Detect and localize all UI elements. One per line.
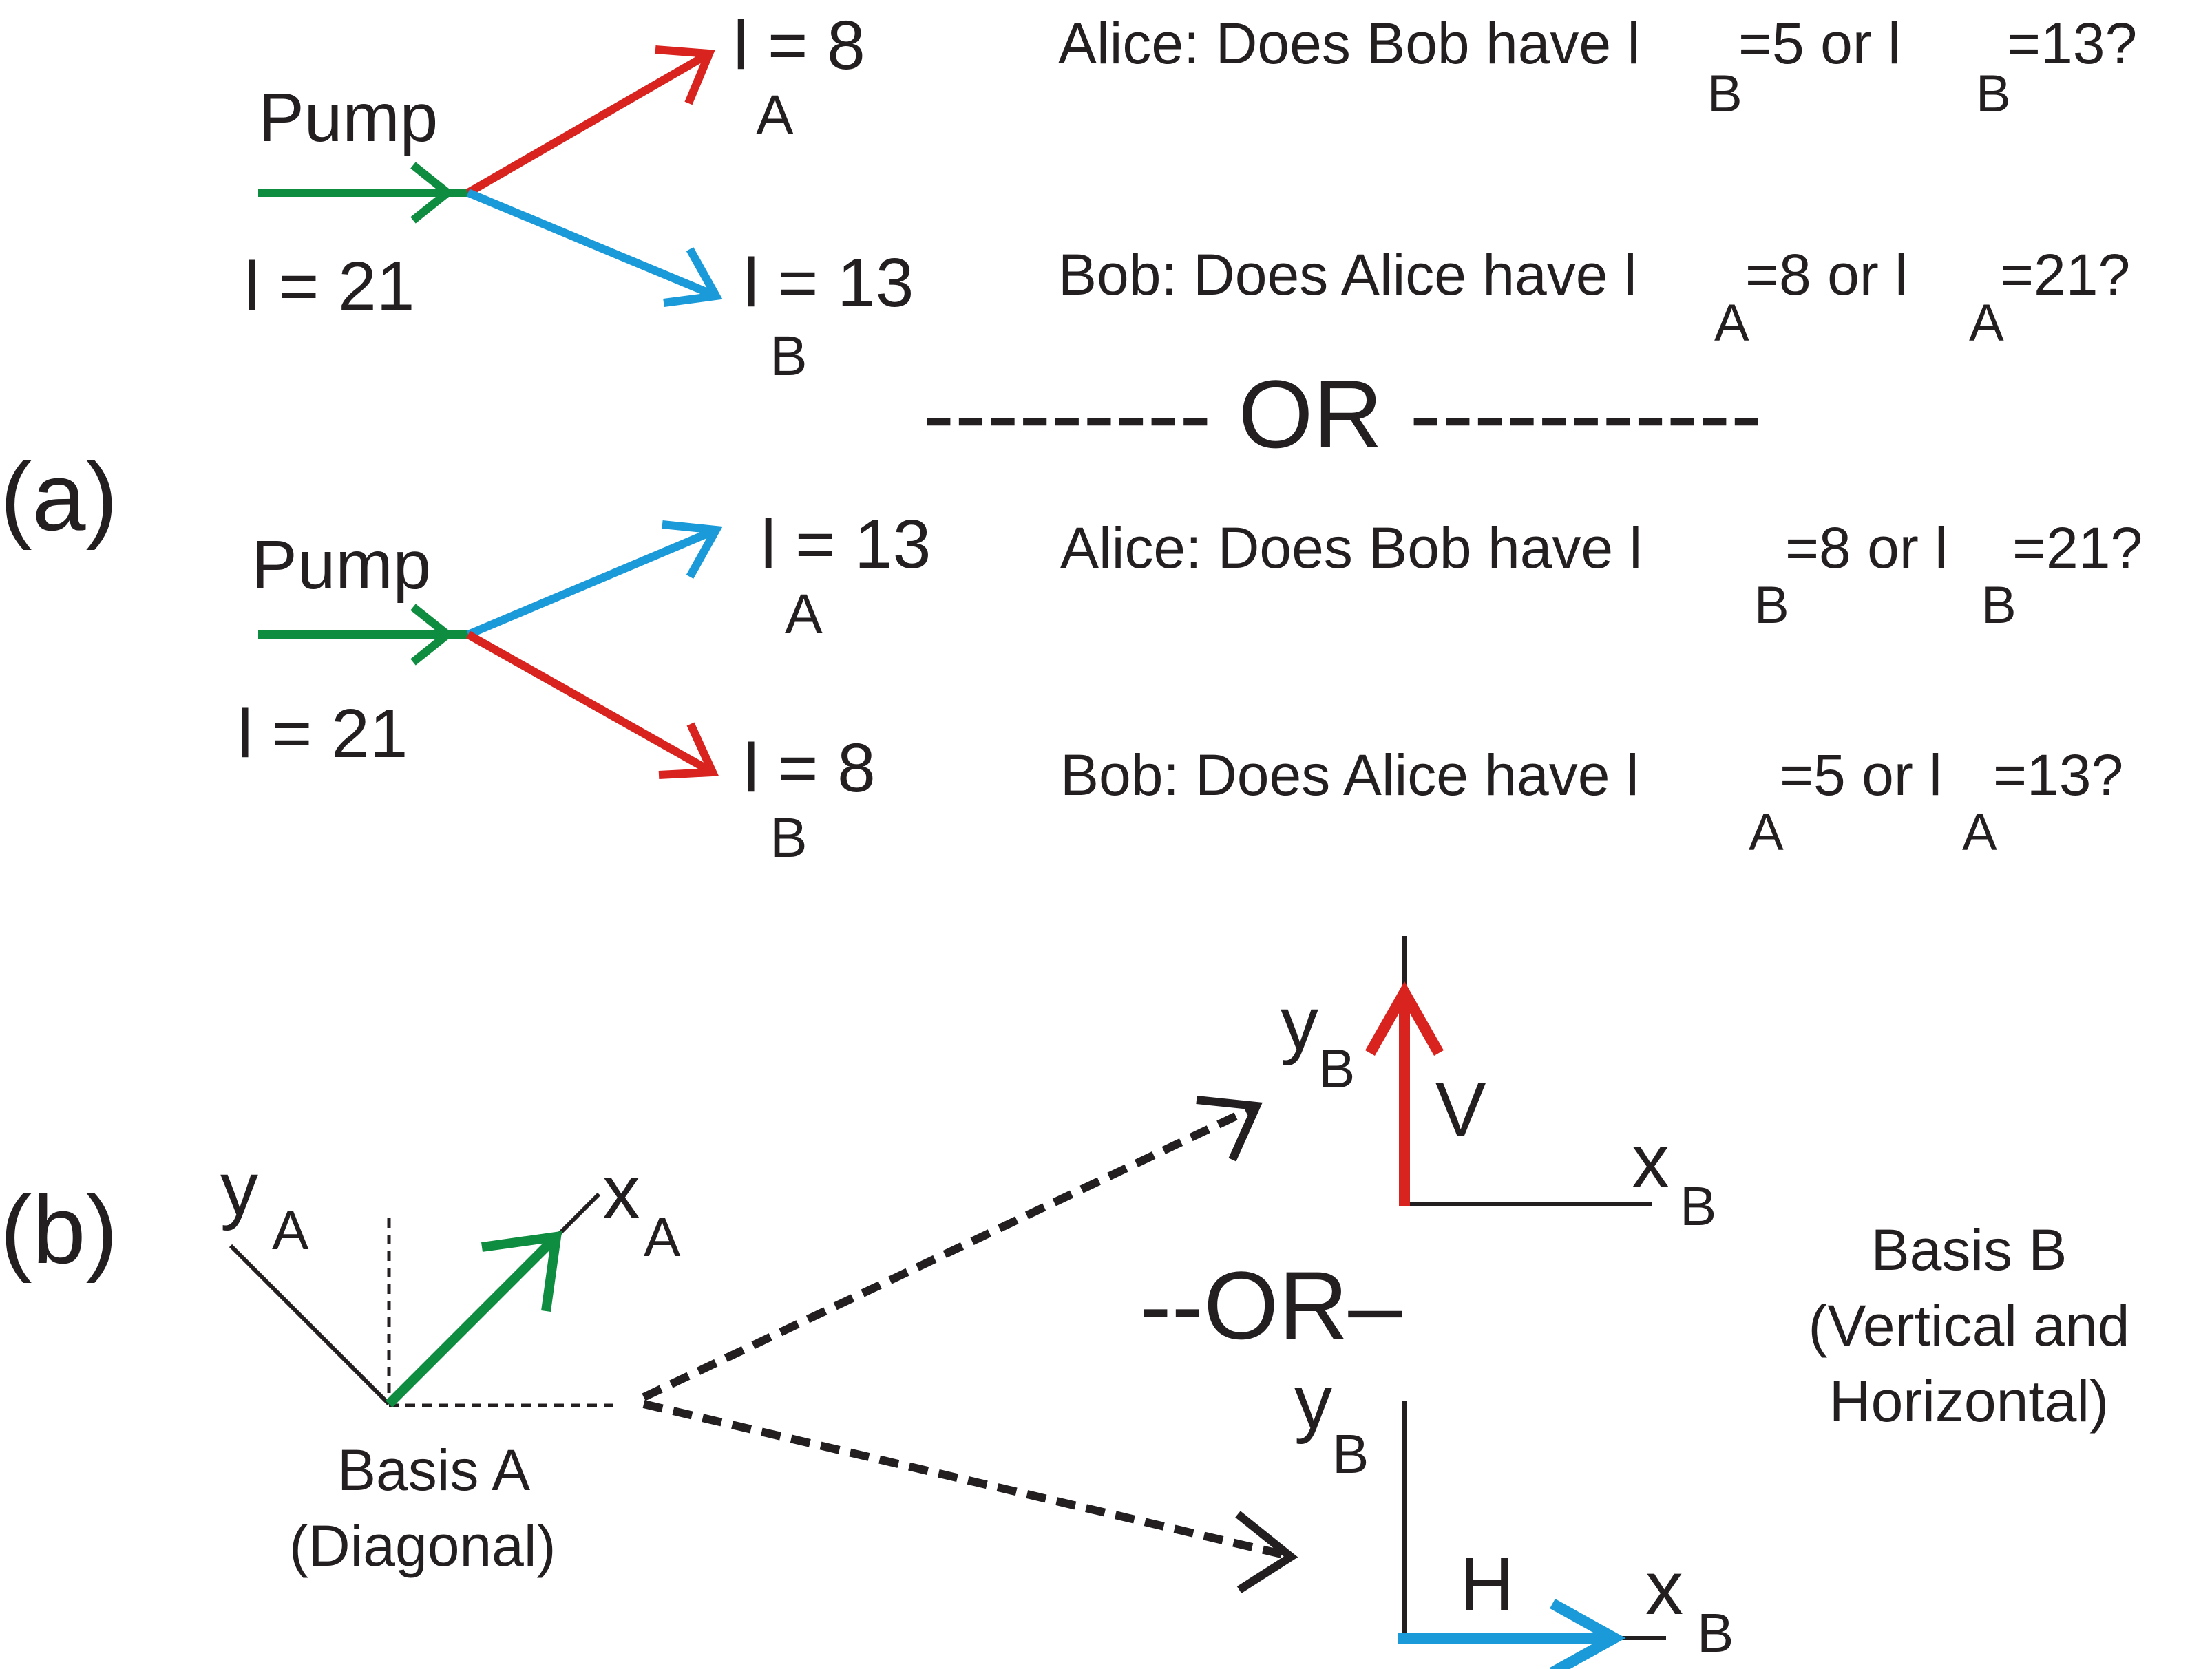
upper-sub-bottom: A <box>785 583 823 646</box>
basis-b-bottom-x-sub: B <box>1697 1602 1734 1663</box>
svg-text:=21?: =21? <box>2000 242 2130 307</box>
top-diagram <box>258 45 723 307</box>
bottom-diagram <box>258 520 723 779</box>
vector-v-label: V <box>1435 1067 1486 1152</box>
svg-text:=13?: =13? <box>1993 743 2123 807</box>
upper-l-top: l = 8 <box>733 7 865 84</box>
vector-h-label: H <box>1460 1542 1514 1627</box>
svg-text:A: A <box>1962 803 1997 862</box>
svg-text:Bob: Does Alice have l: Bob: Does Alice have l <box>1058 242 1637 307</box>
blue-beam-top <box>466 189 718 300</box>
svg-text:=21?: =21? <box>2012 515 2142 580</box>
svg-text:=8 or l: =8 or l <box>1745 242 1908 307</box>
lower-sub-bottom: B <box>770 807 808 869</box>
bob-question-bottom: Bob: Does Alice have l A =5 or l A =13? <box>1060 743 2123 862</box>
alice-question-bottom: Alice: Does Bob have l B =8 or l B =21? <box>1060 515 2142 635</box>
pump-arrowhead-top <box>410 162 454 224</box>
svg-text:B: B <box>1981 576 2016 635</box>
svg-text:B: B <box>1754 576 1789 635</box>
basis-b-bottom-y-sub: B <box>1332 1423 1369 1485</box>
basis-a-caption-1: Basis A <box>337 1438 530 1502</box>
basis-a-x-sub: A <box>644 1206 681 1268</box>
or-separator-b: --OR– <box>1139 1251 1402 1359</box>
basis-a-caption-2: (Diagonal) <box>289 1513 556 1578</box>
svg-text:A: A <box>1969 294 2004 352</box>
lower-l-top: l = 13 <box>744 244 914 321</box>
basis-b-caption: Basis B (Vertical and Horizontal) <box>1809 1218 2130 1434</box>
red-arrowhead-bottom <box>658 722 719 779</box>
lower-sub-top: B <box>770 325 808 387</box>
svg-text:B: B <box>1976 65 2011 123</box>
pump-l-top: l = 21 <box>244 248 414 325</box>
basis-b-top-y-sub: B <box>1318 1038 1355 1099</box>
dashed-arrowhead-bottom <box>1235 1511 1298 1594</box>
lower-l-bottom: l = 8 <box>744 730 876 807</box>
basis-a-y-sub: A <box>272 1200 309 1261</box>
pump-label-top: Pump <box>258 79 438 156</box>
svg-text:A: A <box>1749 803 1784 862</box>
svg-text:(Vertical and: (Vertical and <box>1809 1293 2130 1358</box>
blue-arrowhead-bottom <box>662 520 723 579</box>
svg-text:Bob: Does Alice have l: Bob: Does Alice have l <box>1060 743 1639 807</box>
basis-a-x-label: x <box>602 1150 640 1235</box>
basis-b-bottom-y-label: y <box>1294 1360 1332 1445</box>
svg-text:=8 or l: =8 or l <box>1785 515 1948 580</box>
red-arrowhead-top <box>655 45 715 105</box>
svg-text:=5 or l: =5 or l <box>1780 743 1942 807</box>
pump-label-bottom: Pump <box>251 527 431 604</box>
upper-l-bottom: l = 13 <box>761 506 931 583</box>
upper-sub-top: A <box>756 84 794 147</box>
red-beam-bottom <box>466 630 715 776</box>
basis-b-top-x-label: x <box>1632 1119 1669 1204</box>
horizontal-vector-arrowhead <box>1550 1599 1626 1669</box>
basis-b-bottom-x-label: x <box>1645 1546 1683 1630</box>
vertical-vector-arrowhead <box>1365 981 1444 1056</box>
dashed-arrow-to-top <box>642 1104 1255 1401</box>
panel-a-label: (a) <box>0 443 118 551</box>
basis-a-y-axis <box>229 1244 391 1406</box>
basis-a-y-label: y <box>220 1147 258 1231</box>
basis-b-top-y-label: y <box>1281 981 1318 1066</box>
or-separator-a: --------- OR ----------- <box>923 360 1762 468</box>
panel-b-label: (b) <box>0 1176 118 1284</box>
blue-arrowhead-top <box>663 247 723 307</box>
svg-text:A: A <box>1714 294 1749 352</box>
blue-beam-bottom <box>466 526 718 639</box>
measurement-arrows <box>642 1096 1298 1594</box>
svg-text:Alice: Does Bob have l: Alice: Does Bob have l <box>1058 11 1640 76</box>
diagonal-vector <box>386 1239 554 1407</box>
pump-l-bottom: l = 21 <box>238 695 408 772</box>
alice-question-top: Alice: Does Bob have l B =5 or l B =13? <box>1058 11 2137 123</box>
bob-question-top: Bob: Does Alice have l A =8 or l A =21? <box>1058 242 2130 352</box>
svg-text:Basis B: Basis B <box>1871 1218 2067 1282</box>
svg-text:B: B <box>1707 65 1742 123</box>
svg-text:Alice: Does Bob have l: Alice: Does Bob have l <box>1060 515 1642 580</box>
pump-arrowhead-bottom <box>410 604 454 666</box>
svg-text:=5 or l: =5 or l <box>1738 11 1901 76</box>
red-beam-top <box>466 50 711 197</box>
basis-b-bottom-axes <box>1398 1401 1666 1669</box>
svg-text:=13?: =13? <box>2007 11 2137 76</box>
dashed-arrow-to-bottom <box>642 1400 1289 1560</box>
basis-a-axes <box>229 1192 613 1407</box>
basis-b-top-axes <box>1365 936 1652 1206</box>
dashed-arrowhead-top <box>1196 1096 1263 1162</box>
diagonal-vector-arrowhead <box>481 1231 562 1312</box>
svg-text:Horizontal): Horizontal) <box>1829 1369 2109 1434</box>
basis-b-top-x-sub: B <box>1680 1176 1716 1237</box>
